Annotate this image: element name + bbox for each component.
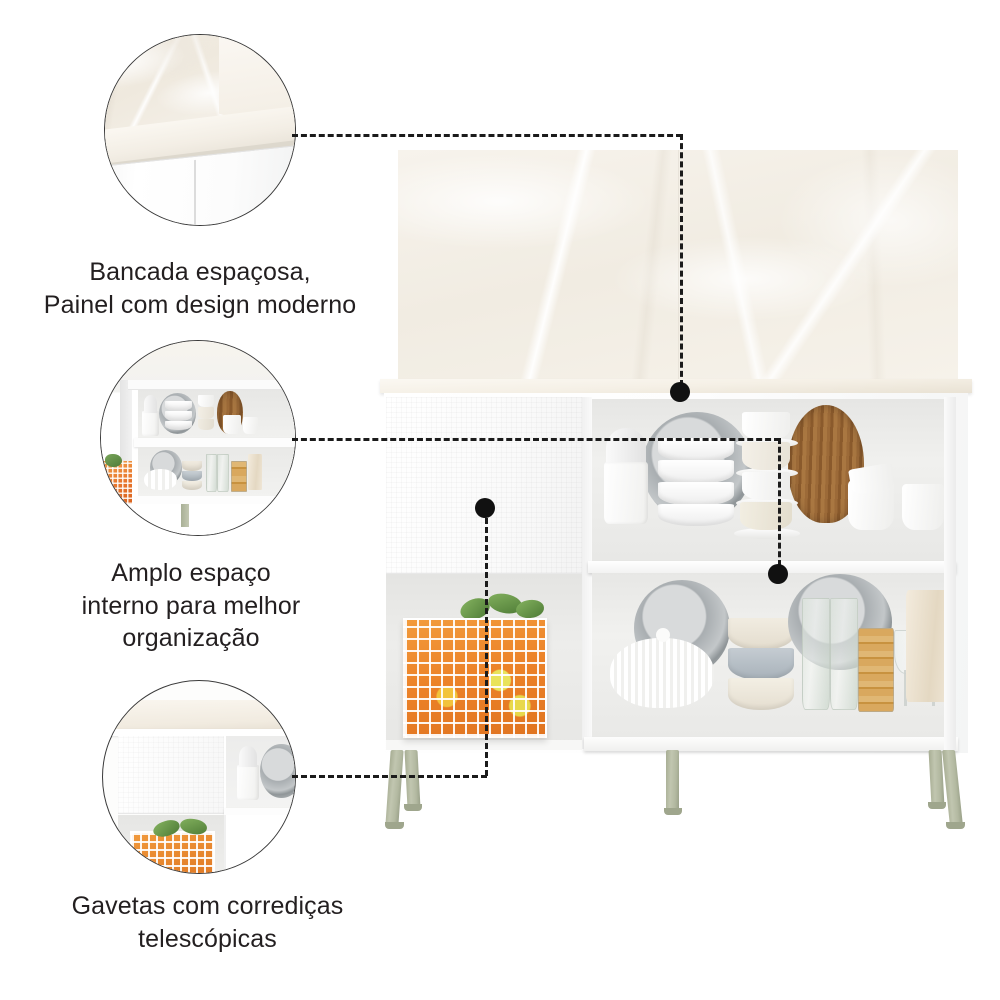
closeup-cup bbox=[198, 406, 214, 419]
drawer-front-closeup bbox=[103, 681, 295, 873]
closeup-cabinet-bottom bbox=[133, 496, 295, 504]
stacked-bowl bbox=[658, 482, 734, 506]
cabinet-leg bbox=[666, 750, 679, 812]
beige-canister bbox=[906, 590, 950, 702]
caption-interior-space: Amplo espaço interno para melhor organiz… bbox=[81, 559, 301, 652]
cabinet-leg bbox=[404, 750, 421, 808]
connector-line-countertop-vertical bbox=[680, 134, 683, 386]
cabinet-leg bbox=[942, 750, 963, 826]
panel-seam bbox=[678, 150, 679, 384]
cork-filled-jar bbox=[858, 628, 894, 712]
leg-foot bbox=[404, 804, 422, 811]
wire-fruit-basket bbox=[403, 618, 547, 738]
countertop-panel-closeup bbox=[105, 35, 295, 225]
stacked-bowl bbox=[658, 438, 734, 462]
closeup-grey-plate bbox=[260, 744, 295, 799]
closeup-mug bbox=[223, 414, 241, 435]
cup bbox=[742, 472, 790, 500]
closeup-bowl bbox=[165, 410, 193, 421]
closeup-cup bbox=[198, 418, 214, 431]
detail-circle-drawer-slides bbox=[102, 680, 296, 874]
connector-dot-interior bbox=[768, 564, 788, 584]
leg-foot bbox=[664, 808, 682, 815]
stacked-bowl bbox=[658, 504, 734, 526]
niche-floor bbox=[386, 740, 582, 750]
white-mug bbox=[902, 484, 944, 530]
stacked-bowl bbox=[728, 618, 794, 650]
closeup-cabinet-leg bbox=[180, 503, 190, 528]
drawer-front[interactable] bbox=[386, 397, 583, 574]
leg-foot bbox=[946, 822, 965, 829]
drinking-glass bbox=[802, 598, 830, 710]
closeup-lower-compartment bbox=[223, 815, 295, 873]
connector-line-drawer-horizontal bbox=[292, 775, 487, 778]
connector-line-drawer-vertical bbox=[485, 518, 488, 776]
closeup-leaf bbox=[104, 453, 123, 468]
cup bbox=[740, 502, 792, 530]
closeup-fruit-basket bbox=[101, 461, 133, 504]
connector-line-interior-vertical bbox=[778, 438, 781, 566]
closeup-bowl bbox=[182, 470, 202, 481]
drinking-glass bbox=[830, 598, 858, 710]
closeup-mug bbox=[242, 416, 259, 435]
closeup-drawer-front bbox=[118, 735, 225, 814]
closeup-bowl bbox=[182, 461, 202, 471]
connector-dot-drawer bbox=[475, 498, 495, 518]
stacked-bowl bbox=[728, 678, 794, 710]
shelf-bottom-board bbox=[584, 737, 958, 751]
shelf-left-wall bbox=[582, 397, 592, 749]
interior-shelving-closeup bbox=[101, 341, 295, 535]
leg-foot bbox=[385, 822, 404, 829]
detail-circle-interior-space bbox=[100, 340, 296, 536]
closeup-bowl bbox=[165, 401, 193, 411]
cabinet-right-wall bbox=[944, 397, 956, 751]
product-photo-kitchen-cabinet bbox=[370, 150, 990, 840]
saucer bbox=[734, 528, 800, 539]
connector-dot-countertop bbox=[670, 382, 690, 402]
closeup-tureen bbox=[143, 469, 177, 491]
stacked-bowl bbox=[658, 460, 734, 484]
closeup-glass bbox=[217, 453, 230, 493]
caption-drawer-slides: Gavetas com corrediças telescópicas bbox=[71, 892, 344, 953]
utensil-crock bbox=[604, 462, 648, 524]
cup bbox=[742, 442, 790, 470]
closeup-bowl bbox=[165, 420, 193, 431]
closeup-cutlery bbox=[143, 395, 158, 413]
closeup-glass bbox=[205, 453, 218, 493]
connector-line-interior-horizontal bbox=[292, 438, 780, 441]
closeup-bowl bbox=[182, 480, 202, 491]
closeup-cutlery bbox=[239, 746, 257, 768]
white-ribbed-tureen bbox=[610, 638, 714, 708]
connector-line-countertop-horizontal bbox=[292, 134, 682, 137]
tureen-knob bbox=[656, 628, 670, 642]
closeup-shelf-board bbox=[223, 807, 295, 816]
closeup-cup bbox=[198, 395, 214, 407]
closeup-utensil-crock bbox=[237, 765, 259, 801]
closeup-utensil-crock bbox=[141, 410, 160, 437]
detail-circle-countertop-panel bbox=[104, 34, 296, 226]
leg-foot bbox=[928, 802, 946, 809]
caption-counter-panel: Bancada espaçosa, Painel com design mode… bbox=[43, 258, 357, 319]
closeup-cork-jar bbox=[230, 461, 247, 493]
closeup-canister bbox=[248, 453, 263, 491]
cabinet-leg bbox=[385, 750, 404, 826]
cutlery-set bbox=[606, 428, 646, 468]
closeup-fruit-basket bbox=[129, 830, 215, 873]
closeup-countertop-lip bbox=[103, 729, 295, 736]
flute-stem bbox=[904, 670, 907, 706]
cup bbox=[742, 412, 790, 440]
closeup-countertop bbox=[103, 700, 295, 731]
stacked-bowl bbox=[728, 648, 794, 680]
closeup-middle-shelf-board bbox=[133, 438, 295, 447]
